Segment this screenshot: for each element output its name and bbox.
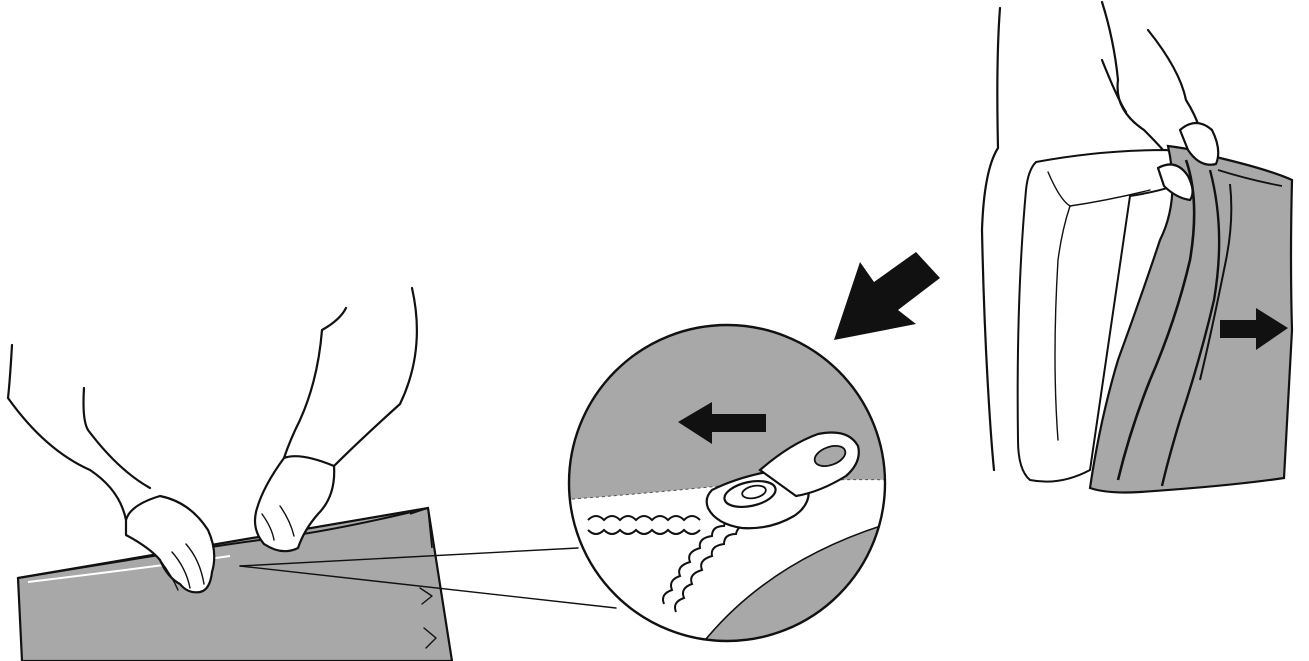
person-arm-right bbox=[1148, 30, 1200, 130]
right-arm bbox=[284, 308, 346, 458]
cushion-body bbox=[18, 508, 452, 661]
person-torso bbox=[982, 8, 1000, 470]
right-arm-outer bbox=[334, 288, 417, 466]
left-panel-unzipping bbox=[8, 288, 616, 661]
person-arm-inner bbox=[1102, 60, 1126, 112]
pointer-arrow-icon bbox=[834, 252, 940, 340]
middle-panel-zipper-closeup bbox=[560, 320, 900, 660]
right-panel-removing-cover bbox=[982, 2, 1292, 493]
left-arm bbox=[8, 345, 126, 520]
